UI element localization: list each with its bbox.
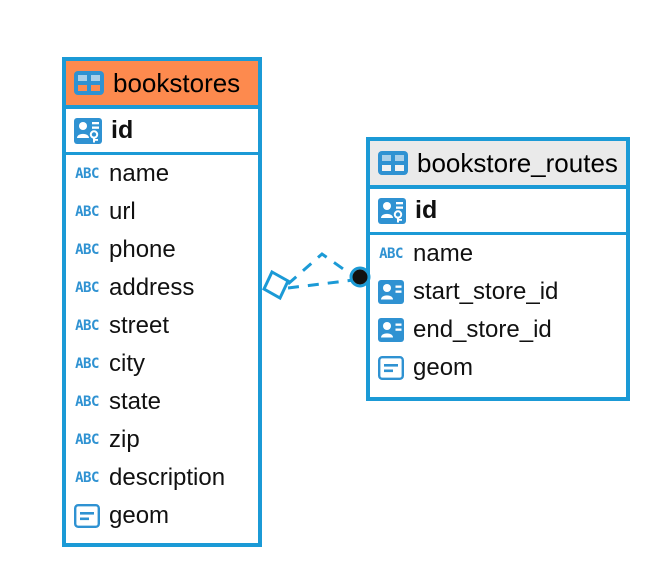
field-row-state[interactable]: ABC state bbox=[66, 383, 258, 421]
field-row-url[interactable]: ABC url bbox=[66, 193, 258, 231]
entity-title: bookstore_routes bbox=[417, 148, 618, 178]
entity-title: bookstores bbox=[113, 68, 241, 98]
entity-table-bookstores[interactable]: bookstores id ABC name bbox=[62, 57, 262, 547]
field-label: name bbox=[109, 160, 170, 187]
abc-icon-label: ABC bbox=[75, 470, 99, 486]
field-label: city bbox=[109, 350, 145, 377]
field-row-address[interactable]: ABC address bbox=[66, 269, 258, 307]
abc-text-icon: ABC bbox=[74, 161, 100, 187]
field-row-id[interactable]: id bbox=[370, 189, 626, 235]
table-icon bbox=[74, 71, 104, 95]
field-row-start-store-id[interactable]: start_store_id bbox=[370, 273, 626, 311]
field-row-description[interactable]: ABC description bbox=[66, 459, 258, 497]
abc-text-icon: ABC bbox=[74, 427, 100, 453]
field-row-id[interactable]: id bbox=[66, 109, 258, 155]
abc-text-icon: ABC bbox=[74, 465, 100, 491]
entity-header-bookstores[interactable]: bookstores bbox=[66, 61, 258, 109]
field-label: geom bbox=[413, 354, 474, 381]
abc-text-icon: ABC bbox=[74, 275, 100, 301]
field-label: address bbox=[109, 274, 195, 301]
geometry-icon bbox=[378, 356, 404, 380]
field-label: url bbox=[109, 198, 136, 225]
abc-icon-label: ABC bbox=[75, 204, 99, 220]
abc-text-icon: ABC bbox=[74, 351, 100, 377]
abc-icon-label: ABC bbox=[75, 166, 99, 182]
geometry-icon bbox=[74, 504, 100, 528]
entity-table-bookstore-routes[interactable]: bookstore_routes id ABC bbox=[366, 137, 630, 401]
field-row-city[interactable]: ABC city bbox=[66, 345, 258, 383]
relationship-source-diamond bbox=[262, 269, 290, 301]
abc-icon-label: ABC bbox=[75, 394, 99, 410]
primary-key-icon bbox=[74, 117, 102, 144]
abc-text-icon: ABC bbox=[378, 241, 404, 267]
field-row-geom[interactable]: geom bbox=[370, 349, 626, 387]
primary-key-icon bbox=[378, 197, 406, 224]
abc-icon-label: ABC bbox=[75, 318, 99, 334]
field-label: id bbox=[415, 196, 438, 224]
field-row-name[interactable]: ABC name bbox=[66, 155, 258, 193]
abc-icon-label: ABC bbox=[75, 356, 99, 372]
entity-header-bookstore-routes[interactable]: bookstore_routes bbox=[370, 141, 626, 189]
relationship-line-upper bbox=[287, 252, 357, 286]
field-label: geom bbox=[109, 502, 170, 529]
relationship-line-lower bbox=[287, 278, 355, 290]
field-row-phone[interactable]: ABC phone bbox=[66, 231, 258, 269]
field-label: id bbox=[111, 116, 134, 144]
foreign-key-icon bbox=[378, 318, 404, 342]
field-row-street[interactable]: ABC street bbox=[66, 307, 258, 345]
field-label: start_store_id bbox=[413, 278, 559, 305]
field-label: zip bbox=[109, 426, 140, 453]
foreign-key-icon bbox=[378, 280, 404, 304]
abc-text-icon: ABC bbox=[74, 199, 100, 225]
abc-icon-label: ABC bbox=[75, 242, 99, 258]
field-row-name[interactable]: ABC name bbox=[370, 235, 626, 273]
table-icon bbox=[378, 151, 408, 175]
abc-icon-label: ABC bbox=[75, 432, 99, 448]
abc-text-icon: ABC bbox=[74, 389, 100, 415]
field-label: name bbox=[413, 240, 474, 267]
field-label: phone bbox=[109, 236, 176, 263]
field-label: end_store_id bbox=[413, 316, 552, 343]
field-row-geom[interactable]: geom bbox=[66, 497, 258, 535]
field-label: street bbox=[109, 312, 170, 339]
abc-text-icon: ABC bbox=[74, 313, 100, 339]
abc-icon-label: ABC bbox=[379, 246, 403, 262]
abc-text-icon: ABC bbox=[74, 237, 100, 263]
field-row-zip[interactable]: ABC zip bbox=[66, 421, 258, 459]
field-label: description bbox=[109, 464, 226, 491]
abc-icon-label: ABC bbox=[75, 280, 99, 296]
field-label: state bbox=[109, 388, 162, 415]
field-row-end-store-id[interactable]: end_store_id bbox=[370, 311, 626, 349]
